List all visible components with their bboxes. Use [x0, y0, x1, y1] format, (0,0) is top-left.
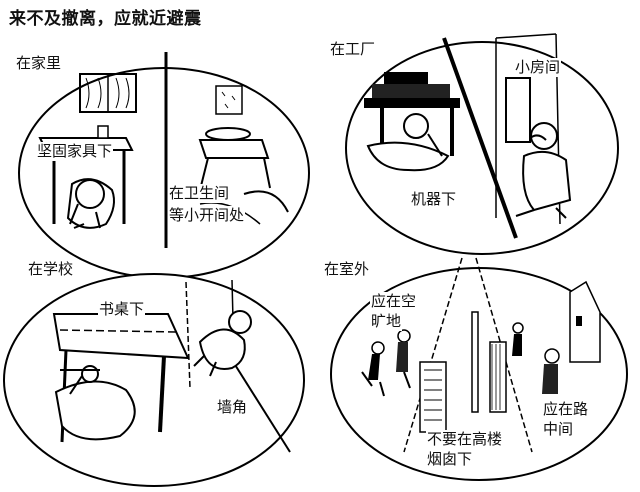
- label-open-space-line2: 旷地: [370, 312, 403, 331]
- label-under-desk: 书桌下: [98, 300, 146, 319]
- label-sturdy-furniture: 坚固家具下: [36, 142, 114, 161]
- label-not-under-buildings-line1: 不要在高楼: [426, 430, 504, 449]
- panel-home-title: 在家里: [16, 54, 62, 72]
- panel-factory-title: 在工厂: [330, 40, 376, 58]
- panel-school-title: 在学校: [28, 260, 74, 278]
- factory-illustration: [345, 33, 619, 255]
- page-headline: 来不及撤离，应就近避震: [9, 9, 202, 29]
- label-under-machine: 机器下: [410, 190, 458, 209]
- panel-home: 在家里 坚固家具下 在卫生间 等小开间处: [0, 34, 320, 279]
- outdoor-illustration: [330, 257, 628, 481]
- panel-school: 在学校 书桌下 墙角: [0, 252, 320, 492]
- label-wall-corner: 墙角: [216, 398, 249, 417]
- label-road-middle-line2: 中间: [542, 420, 575, 439]
- panel-outdoor: 在室外 应在空 旷地 应在路 中间 不要在高楼 烟囱下: [320, 252, 640, 492]
- label-small-room: 等小开间处: [168, 206, 246, 225]
- label-bathroom: 在卫生间: [168, 184, 231, 203]
- home-illustration: [18, 52, 310, 279]
- panel-factory: 在工厂 机器下 小房间: [320, 33, 640, 264]
- panel-outdoor-title: 在室外: [324, 260, 370, 278]
- label-small-room-factory: 小房间: [514, 58, 562, 77]
- label-road-middle-line1: 应在路: [542, 400, 590, 419]
- label-not-under-buildings-line2: 烟囱下: [426, 450, 474, 469]
- school-illustration: [3, 273, 305, 487]
- label-open-space-line1: 应在空: [370, 292, 418, 311]
